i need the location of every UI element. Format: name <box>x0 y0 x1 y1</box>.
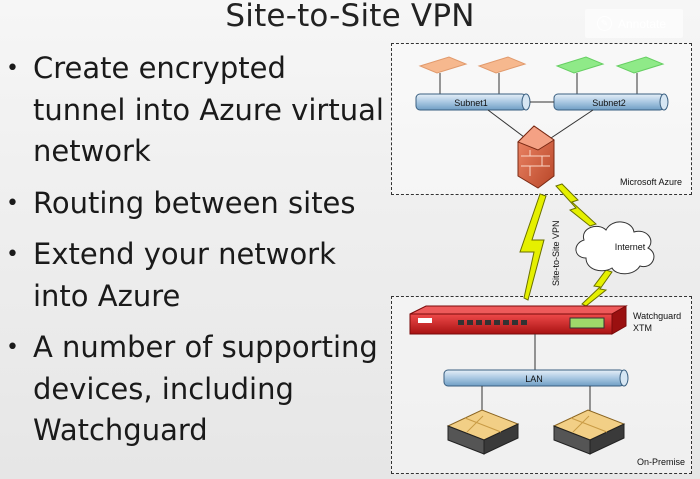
subnet2-node-icon <box>555 56 605 94</box>
annotate-button[interactable]: ✎ Annotate <box>585 9 683 38</box>
bullet-dot-icon: • <box>6 335 19 360</box>
bullet-text: Create encrypted tunnel into Azure virtu… <box>33 51 384 168</box>
bullet-item: • A number of supporting devices, includi… <box>0 327 385 452</box>
internet-cloud-icon: Internet <box>575 221 655 275</box>
server-icon <box>552 409 626 455</box>
subnet1-node-icon <box>477 56 527 94</box>
internet-label: Internet <box>615 242 646 252</box>
lan-label: LAN <box>525 374 543 384</box>
server-icon <box>446 409 520 455</box>
bullet-text: Extend your network into Azure <box>33 237 336 313</box>
watchguard-label: Watchguard <box>633 311 681 321</box>
watchguard-device-icon <box>409 305 628 335</box>
bullet-item: • Routing between sites <box>0 183 385 225</box>
bullet-text: Routing between sites <box>33 185 356 220</box>
slide-title: Site-to-Site VPN <box>225 0 475 34</box>
bullet-list: • Create encrypted tunnel into Azure virt… <box>0 48 385 462</box>
subnet2-label: Subnet2 <box>592 98 626 108</box>
annotate-label: Annotate <box>618 16 667 31</box>
subnet2-node-icon <box>615 56 665 94</box>
vpn-label: Site-to-Site VPN <box>551 220 561 286</box>
lan-pipe: LAN <box>443 369 629 387</box>
subnet1-pipe: Subnet1 <box>415 93 531 111</box>
bullet-item: • Create encrypted tunnel into Azure virt… <box>0 48 385 173</box>
bullet-dot-icon: • <box>6 242 19 267</box>
bullet-dot-icon: • <box>6 56 19 81</box>
onprem-label: On-Premise <box>637 457 686 467</box>
firewall-icon <box>517 125 555 189</box>
bullet-text: A number of supporting devices, includin… <box>33 330 378 447</box>
xtm-label: XTM <box>633 323 652 333</box>
bullet-dot-icon: • <box>6 190 19 216</box>
internet-lightning-icon <box>555 183 597 227</box>
subnet1-node-icon <box>418 56 468 94</box>
subnet1-label: Subnet1 <box>454 98 488 108</box>
annotate-icon: ✎ <box>597 16 612 31</box>
subnet2-pipe: Subnet2 <box>553 93 669 111</box>
internet-device-lightning-icon <box>581 269 613 307</box>
vpn-lightning-icon <box>519 193 547 301</box>
bullet-item: • Extend your network into Azure <box>0 234 385 317</box>
azure-label: Microsoft Azure <box>620 177 683 187</box>
